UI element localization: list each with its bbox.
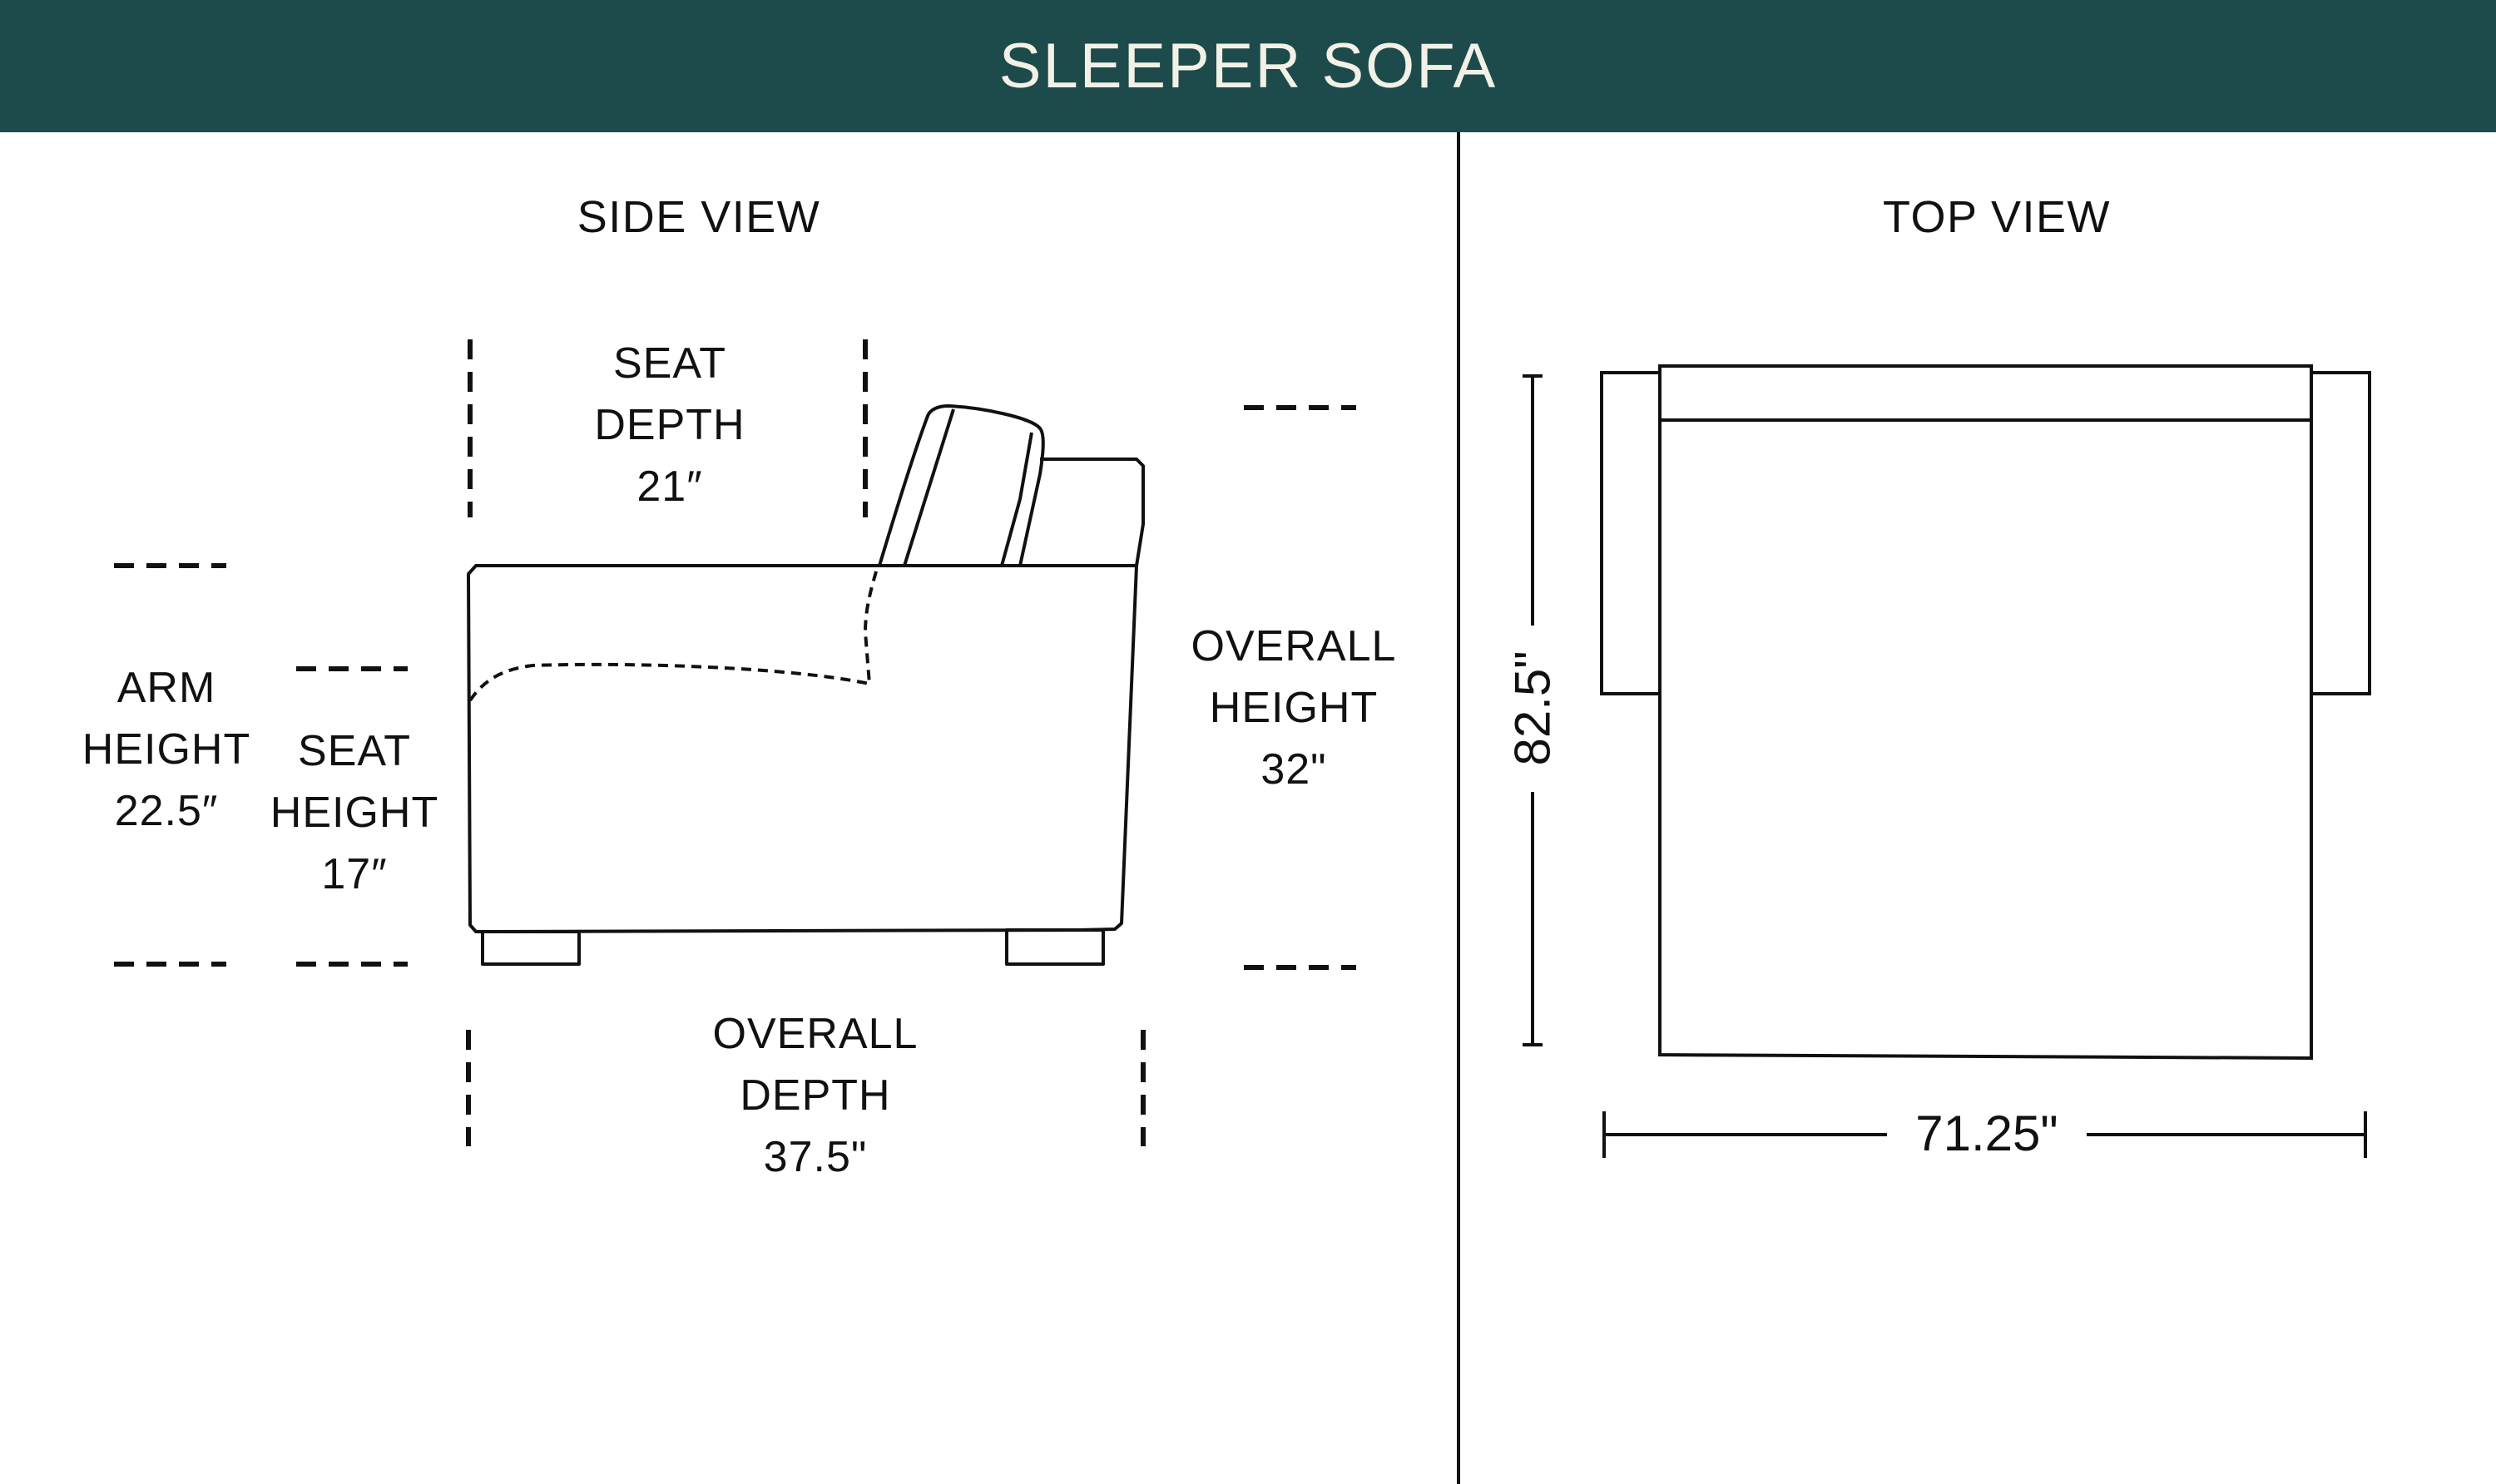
overall-depth-line-2: DEPTH (740, 1071, 891, 1120)
seat-height-label: SEAT HEIGHT 17″ (255, 720, 454, 905)
arm-height-value: 22.5″ (114, 787, 219, 835)
overall-height-line-1: OVERALL (1191, 622, 1397, 670)
right-arm-top (2310, 371, 2371, 695)
arm-height-label: ARM HEIGHT 22.5″ (67, 657, 266, 842)
seat-height-value: 17″ (321, 850, 388, 898)
seat-height-line-1: SEAT (298, 727, 411, 775)
overall-height-line-2: HEIGHT (1209, 684, 1379, 732)
overall-depth-value: 37.5" (763, 1133, 868, 1181)
backrest-top (1658, 364, 2313, 422)
overall-height-label: OVERALL HEIGHT 32" (1165, 616, 1423, 800)
page-title: SLEEPER SOFA (998, 31, 1498, 101)
back-cushion (878, 404, 1045, 566)
side-view-title: SIDE VIEW (577, 192, 821, 242)
sofa-arm-body (467, 564, 1138, 933)
seat-height-line-2: HEIGHT (270, 789, 439, 837)
seat-depth-label: SEAT DEPTH 21″ (566, 333, 774, 517)
seat-depth-line-2: DEPTH (594, 401, 745, 449)
arm-height-line-1: ARM (116, 664, 216, 712)
left-arm-top (1600, 371, 1662, 695)
header-banner: SLEEPER SOFA (0, 0, 2496, 132)
overall-depth-line-1: OVERALL (712, 1010, 919, 1058)
top-view-title: TOP VIEW (1882, 192, 2112, 242)
seat-top (1658, 418, 2313, 1061)
view-divider (1457, 132, 1460, 1484)
width-dimension: 71.25" (1887, 1105, 2087, 1162)
overall-height-value: 32" (1260, 745, 1327, 794)
length-dimension: 82.5" (1503, 642, 1562, 776)
arm-height-line-2: HEIGHT (82, 725, 251, 774)
front-leg (481, 930, 581, 966)
back-leg (1005, 928, 1105, 966)
overall-depth-label: OVERALL DEPTH 37.5" (682, 1003, 948, 1188)
arm-top (1040, 458, 1145, 566)
seat-cushion-dashed (468, 565, 879, 702)
seat-depth-value: 21″ (636, 463, 703, 511)
seat-depth-line-1: SEAT (613, 339, 726, 388)
